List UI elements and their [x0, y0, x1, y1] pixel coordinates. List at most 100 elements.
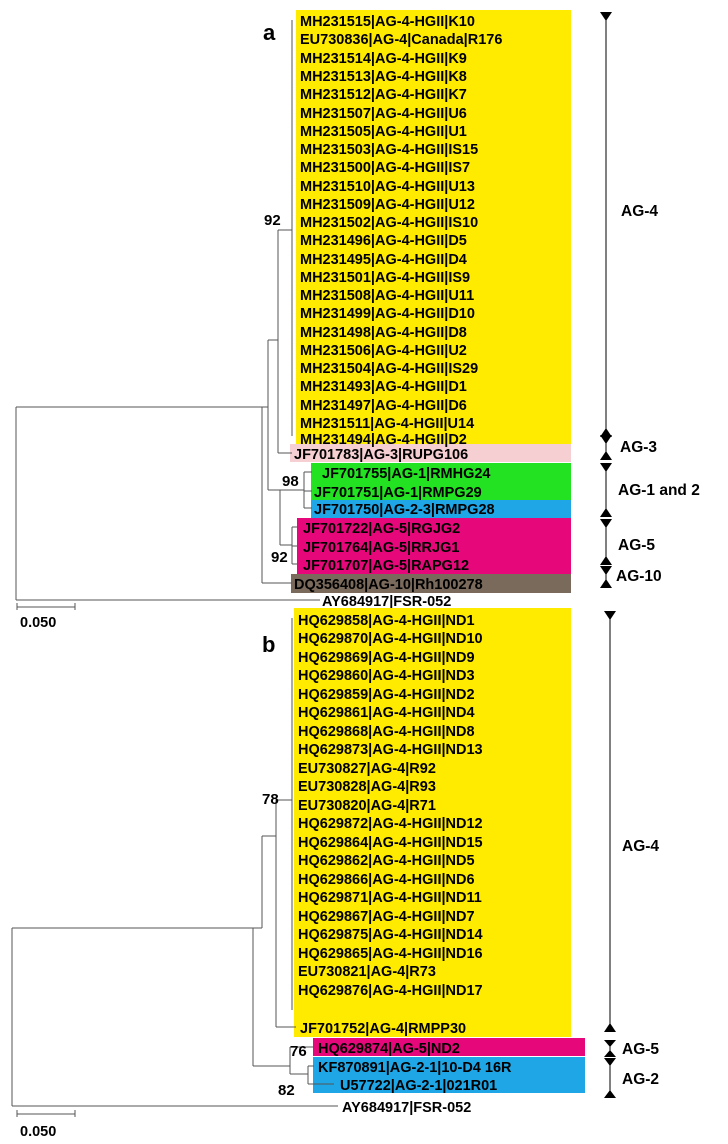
ag3-highlight-a — [290, 444, 571, 462]
group-label-ag2-b: AG-2 — [622, 1071, 659, 1088]
panel-letter-b: b — [262, 632, 275, 657]
leaf-label: HQ629868|AG-4-HGII|ND8 — [298, 724, 475, 740]
leaf-label: JF701722|AG-5|RGJG2 — [303, 521, 460, 537]
scale-label-a: 0.050 — [20, 615, 56, 631]
leaf-label: AY684917|FSR-052 — [322, 594, 451, 610]
leaf-label: HQ629872|AG-4-HGII|ND12 — [298, 816, 483, 832]
group-label-ag3-a: AG-3 — [620, 439, 657, 456]
leaf-label: MH231499|AG-4-HGII|D10 — [300, 306, 475, 322]
bracket-arrow — [604, 1050, 616, 1057]
leaf-label: AY684917|FSR-052 — [342, 1100, 471, 1116]
support-value-b1: 78 — [262, 791, 279, 808]
leaf-label: HQ629859|AG-4-HGII|ND2 — [298, 687, 475, 703]
leaf-labels-a: MH231515|AG-4-HGII|K10 EU730836|AG-4|Can… — [294, 14, 502, 610]
bracket-arrow — [600, 566, 612, 575]
leaf-label: MH231493|AG-4-HGII|D1 — [300, 379, 467, 395]
leaf-label: EU730827|AG-4|R92 — [298, 761, 436, 777]
leaf-label: EU730820|AG-4|R71 — [298, 798, 436, 814]
leaf-label: U57722|AG-2-1|021R01 — [340, 1078, 497, 1094]
group-brackets-b: AG-4 AG-5 AG-2 — [604, 611, 659, 1098]
leaf-label: HQ629870|AG-4-HGII|ND10 — [298, 631, 483, 647]
group-label-ag10-a: AG-10 — [616, 568, 662, 585]
leaf-label: MH231503|AG-4-HGII|IS15 — [300, 142, 478, 158]
leaf-label: HQ629876|AG-4-HGII|ND17 — [298, 983, 483, 999]
leaf-label: HQ629867|AG-4-HGII|ND7 — [298, 909, 475, 925]
leaf-label: HQ629871|AG-4-HGII|ND11 — [298, 890, 482, 906]
scale-bar-b: 0.050 — [16, 1110, 76, 1140]
ag5-highlight-b — [313, 1038, 585, 1056]
group-brackets-a: AG-4 AG-3 AG-1 and 2 AG-5 AG-10 — [600, 12, 700, 588]
group-label-ag12-a: AG-1 and 2 — [618, 482, 700, 499]
leaf-label: EU730836|AG-4|Canada|R176 — [300, 32, 502, 48]
leaf-label: JF701783|AG-3|RUPG106 — [294, 447, 468, 463]
bracket-arrow — [604, 1040, 616, 1047]
leaf-label: KF870891|AG-2-1|10-D4 16R — [318, 1060, 512, 1076]
leaf-label: HQ629875|AG-4-HGII|ND14 — [298, 927, 483, 943]
support-value-b3: 82 — [278, 1082, 295, 1099]
bracket-arrow — [600, 463, 612, 472]
bracket-arrow — [600, 508, 612, 517]
leaf-label: MH231511|AG-4-HGII|U14 — [300, 416, 474, 432]
bracket-arrow — [604, 611, 616, 620]
leaf-label: HQ629866|AG-4-HGII|ND6 — [298, 872, 475, 888]
scale-bar-a: 0.050 — [16, 603, 76, 631]
leaf-label: MH231504|AG-4-HGII|IS29 — [300, 361, 478, 377]
group-label-ag4-b: AG-4 — [622, 838, 659, 855]
leaf-label: MH231509|AG-4-HGII|U12 — [300, 197, 475, 213]
leaf-label: JF701707|AG-5|RAPG12 — [303, 558, 469, 574]
leaf-label: MH231497|AG-4-HGII|D6 — [300, 398, 467, 414]
leaf-label: MH231494|AG-4-HGII|D2 — [300, 432, 467, 448]
branches-a — [15, 20, 320, 601]
leaf-label: JF701752|AG-4|RMPP30 — [300, 1021, 466, 1037]
panel-letter-a: a — [263, 20, 276, 45]
bracket-arrow — [604, 1090, 616, 1098]
group-label-ag5-a: AG-5 — [618, 537, 655, 554]
leaf-label: HQ629861|AG-4-HGII|ND4 — [298, 705, 475, 721]
leaf-label: JF701755|AG-1|RMHG24 — [322, 466, 491, 482]
leaf-labels-b: HQ629858|AG-4-HGII|ND1 HQ629870|AG-4-HGI… — [298, 613, 512, 1116]
group-label-ag5-b: AG-5 — [622, 1041, 659, 1058]
support-value-a3: 92 — [271, 549, 288, 566]
leaf-label: MH231502|AG-4-HGII|IS10 — [300, 215, 478, 231]
leaf-label: MH231507|AG-4-HGII|U6 — [300, 106, 467, 122]
scale-label-b: 0.050 — [20, 1124, 56, 1140]
support-value-a1: 92 — [264, 212, 281, 229]
bracket-arrow — [600, 451, 612, 460]
panel-b: b 78 76 82 HQ62 — [11, 608, 659, 1140]
leaf-label: MH231515|AG-4-HGII|K10 — [300, 14, 475, 30]
leaf-label: MH231512|AG-4-HGII|K7 — [300, 87, 467, 103]
leaf-label: DQ356408|AG-10|Rh100278 — [294, 577, 483, 593]
leaf-label: HQ629874|AG-5|ND2 — [318, 1041, 460, 1057]
branches-b — [11, 618, 338, 1107]
leaf-label: MH231500|AG-4-HGII|IS7 — [300, 160, 470, 176]
leaf-label: MH231508|AG-4-HGII|U11 — [300, 288, 474, 304]
leaf-label: MH231498|AG-4-HGII|D8 — [300, 325, 467, 341]
bracket-arrow — [600, 579, 612, 588]
panel-a: a — [15, 10, 700, 631]
bracket-arrow — [600, 428, 612, 437]
support-value-b2: 76 — [290, 1043, 307, 1060]
bracket-arrow — [604, 1058, 616, 1066]
leaf-label: MH231505|AG-4-HGII|U1 — [300, 124, 467, 140]
leaf-label: EU730821|AG-4|R73 — [298, 964, 436, 980]
leaf-label: MH231510|AG-4-HGII|U13 — [300, 179, 475, 195]
bracket-arrow — [604, 1023, 616, 1032]
leaf-label: MH231514|AG-4-HGII|K9 — [300, 51, 467, 67]
group-label-ag4-a: AG-4 — [621, 203, 658, 220]
ag10-highlight-a — [291, 574, 571, 593]
leaf-label: HQ629873|AG-4-HGII|ND13 — [298, 742, 483, 758]
ag1-highlight-a — [311, 463, 571, 500]
leaf-label: MH231495|AG-4-HGII|D4 — [300, 252, 467, 268]
bracket-arrow — [600, 556, 612, 565]
leaf-label: HQ629858|AG-4-HGII|ND1 — [298, 613, 475, 629]
bracket-arrow — [600, 12, 612, 21]
bracket-arrow — [600, 435, 612, 444]
ag4-highlight-b — [294, 608, 571, 1037]
leaf-label: HQ629860|AG-4-HGII|ND3 — [298, 668, 475, 684]
leaf-label: EU730828|AG-4|R93 — [298, 779, 436, 795]
leaf-label: MH231513|AG-4-HGII|K8 — [300, 69, 467, 85]
ag2-highlight-a — [311, 500, 571, 518]
leaf-label: MH231506|AG-4-HGII|U2 — [300, 343, 467, 359]
ag4-highlight-a — [296, 10, 571, 446]
